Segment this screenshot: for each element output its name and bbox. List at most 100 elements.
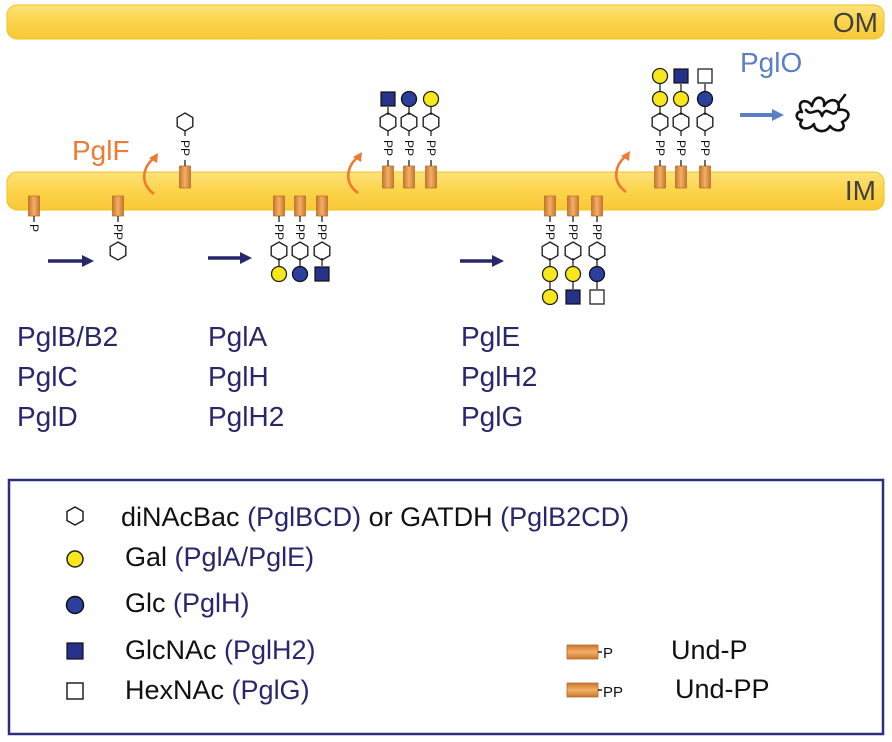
hexagon-icon [400, 112, 418, 132]
phosphate-label: PP [566, 224, 580, 240]
yellow-circle-icon [422, 90, 440, 108]
outer-membrane [6, 4, 885, 40]
und-lipid [654, 165, 666, 189]
legend-und-p: P Und-P [566, 635, 748, 665]
blue-square-icon [380, 91, 396, 107]
und-pp-icon [566, 682, 599, 698]
phosphate-label: PP [698, 140, 712, 156]
phosphate-label: PP [381, 140, 395, 156]
phosphate-label: PP [424, 140, 438, 156]
yellow-circle-icon [651, 90, 669, 108]
arrow-head-icon [492, 255, 504, 267]
phosphate-label: PP [178, 140, 192, 156]
blue-circle-icon [291, 265, 309, 283]
yellow-circle-icon [541, 288, 559, 306]
svg-text:PglE: PglE [461, 321, 520, 352]
legend-box [7, 478, 885, 736]
und-lipid [316, 195, 328, 217]
arrow-head-icon [621, 151, 630, 161]
legend-item-hexnac: HexNAc (PglG) [66, 675, 310, 705]
hexagon-icon [422, 112, 440, 132]
und-lipid [273, 195, 285, 217]
und-lipid [179, 165, 191, 189]
phosphate-label: PP [543, 224, 557, 240]
svg-text:PglA: PglA [208, 321, 267, 352]
hexagon-icon [291, 241, 309, 261]
hexagon-icon [672, 112, 690, 132]
hexagon-icon [66, 506, 84, 526]
legend-item-glc: Glc (PglH) [65, 588, 250, 618]
und-lipid [112, 195, 124, 217]
svg-text:PP: PP [603, 684, 623, 701]
phosphate-label: PP [674, 140, 688, 156]
svg-text:Und-P: Und-P [671, 635, 748, 665]
phosphate-label: PP [402, 140, 416, 156]
und-lipid [591, 195, 603, 217]
arrow-head-icon [82, 255, 94, 267]
enzyme-group-1: PglB/B2 PglC PglD [17, 321, 118, 432]
svg-text:Und-PP: Und-PP [675, 674, 770, 704]
legend-und-pp: PP Und-PP [566, 674, 770, 704]
svg-text:PglH2: PglH2 [461, 361, 537, 392]
yellow-circle-icon [66, 550, 84, 568]
white-square-icon [697, 68, 713, 84]
und-lipid [382, 165, 394, 189]
yellow-circle-icon [270, 265, 288, 283]
hexagon-icon [651, 112, 669, 132]
pglo-label: PglO [740, 47, 802, 78]
flip-arrow [346, 156, 359, 195]
blue-circle-icon [696, 90, 714, 108]
svg-text:PglH: PglH [208, 361, 269, 392]
phosphate-label: PP [315, 224, 329, 240]
yellow-circle-icon [651, 67, 669, 85]
blue-square-icon [66, 642, 84, 660]
arrow-head-icon [353, 152, 362, 162]
hexagon-icon [270, 241, 288, 261]
und-lipid [699, 165, 711, 189]
phosphate-label: P [27, 224, 41, 232]
und-lipid [425, 165, 437, 189]
und-lipid [567, 195, 579, 217]
yellow-circle-icon [672, 90, 690, 108]
svg-text:HexNAc (PglG): HexNAc (PglG) [125, 675, 310, 705]
enzyme-group-2: PglA PglH PglH2 [208, 321, 284, 432]
svg-text:PglH2: PglH2 [208, 401, 284, 432]
svg-text:PglC: PglC [17, 361, 78, 392]
hexagon-icon [588, 241, 606, 261]
phosphate-label: PP [111, 224, 125, 240]
arrow-head-icon [772, 109, 784, 121]
blue-square-icon [565, 289, 581, 305]
und-lipid [403, 165, 415, 189]
enzyme-group-3: PglE PglH2 PglG [461, 321, 537, 432]
svg-text:PglB/B2: PglB/B2 [17, 321, 118, 352]
flip-arrow [142, 157, 155, 196]
inner-membrane-label: IM [845, 175, 876, 206]
inner-membrane [6, 171, 885, 211]
legend-item-gal: Gal (PglA/PglE) [66, 542, 314, 572]
hexagon-icon [564, 241, 582, 261]
outer-membrane-label: OM [833, 7, 878, 38]
glycoprotein-icon [795, 93, 850, 133]
arrow-head-icon [149, 153, 158, 163]
svg-text:Gal (PglA/PglE): Gal (PglA/PglE) [125, 542, 314, 572]
hexagon-icon [379, 112, 397, 132]
phosphate-label: PP [653, 140, 667, 156]
svg-text:PglG: PglG [461, 401, 523, 432]
und-lipid [294, 195, 306, 217]
svg-text:diNAcBac (PglBCD) or GATDH (Pg: diNAcBac (PglBCD) or GATDH (PglB2CD) [121, 502, 629, 532]
phosphate-label: PP [590, 224, 604, 240]
phosphate-label: PP [293, 224, 307, 240]
pglf-label: PglF [72, 135, 130, 166]
hexagon-icon [176, 112, 194, 132]
yellow-circle-icon [541, 265, 559, 283]
legend-item-dinacbac: diNAcBac (PglBCD) or GATDH (PglB2CD) [66, 502, 629, 532]
blue-square-icon [673, 68, 689, 84]
blue-square-icon [314, 266, 330, 282]
svg-text:GlcNAc (PglH2): GlcNAc (PglH2) [125, 635, 316, 665]
und-lipid [544, 195, 556, 217]
und-lipid [675, 165, 687, 189]
hexagon-icon [696, 112, 714, 132]
blue-circle-icon [65, 595, 85, 615]
legend-item-glcnac: GlcNAc (PglH2) [66, 635, 316, 665]
